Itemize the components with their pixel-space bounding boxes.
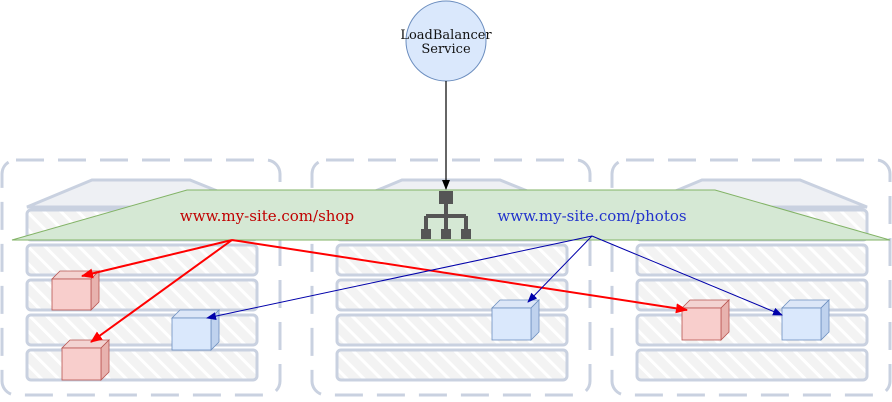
load-balancer-label-line2: Service: [421, 42, 471, 57]
photos-arrow: [527, 235, 593, 303]
pod-shop: [681, 299, 730, 341]
photos-arrow: [206, 235, 593, 321]
load-balancer-service: LoadBalancer Service: [400, 0, 492, 82]
shop-route-arrows: [81, 239, 688, 343]
pod-photos: [491, 299, 540, 341]
photos-arrow: [591, 235, 783, 316]
shop-arrow: [81, 239, 233, 279]
pod-shop: [61, 339, 110, 381]
sitemap-icon: [421, 191, 471, 239]
shop-arrow: [231, 239, 688, 314]
shop-arrow: [90, 239, 233, 343]
route-shop-label: www.my-site.com/shop: [180, 207, 354, 225]
pod-photos: [781, 299, 830, 341]
load-balancer-label-line1: LoadBalancer: [400, 28, 492, 43]
pod-shop: [51, 270, 100, 311]
route-photos-label: www.my-site.com/photos: [497, 207, 686, 225]
pod-photos: [171, 309, 220, 351]
photos-route-arrows: [206, 235, 783, 321]
